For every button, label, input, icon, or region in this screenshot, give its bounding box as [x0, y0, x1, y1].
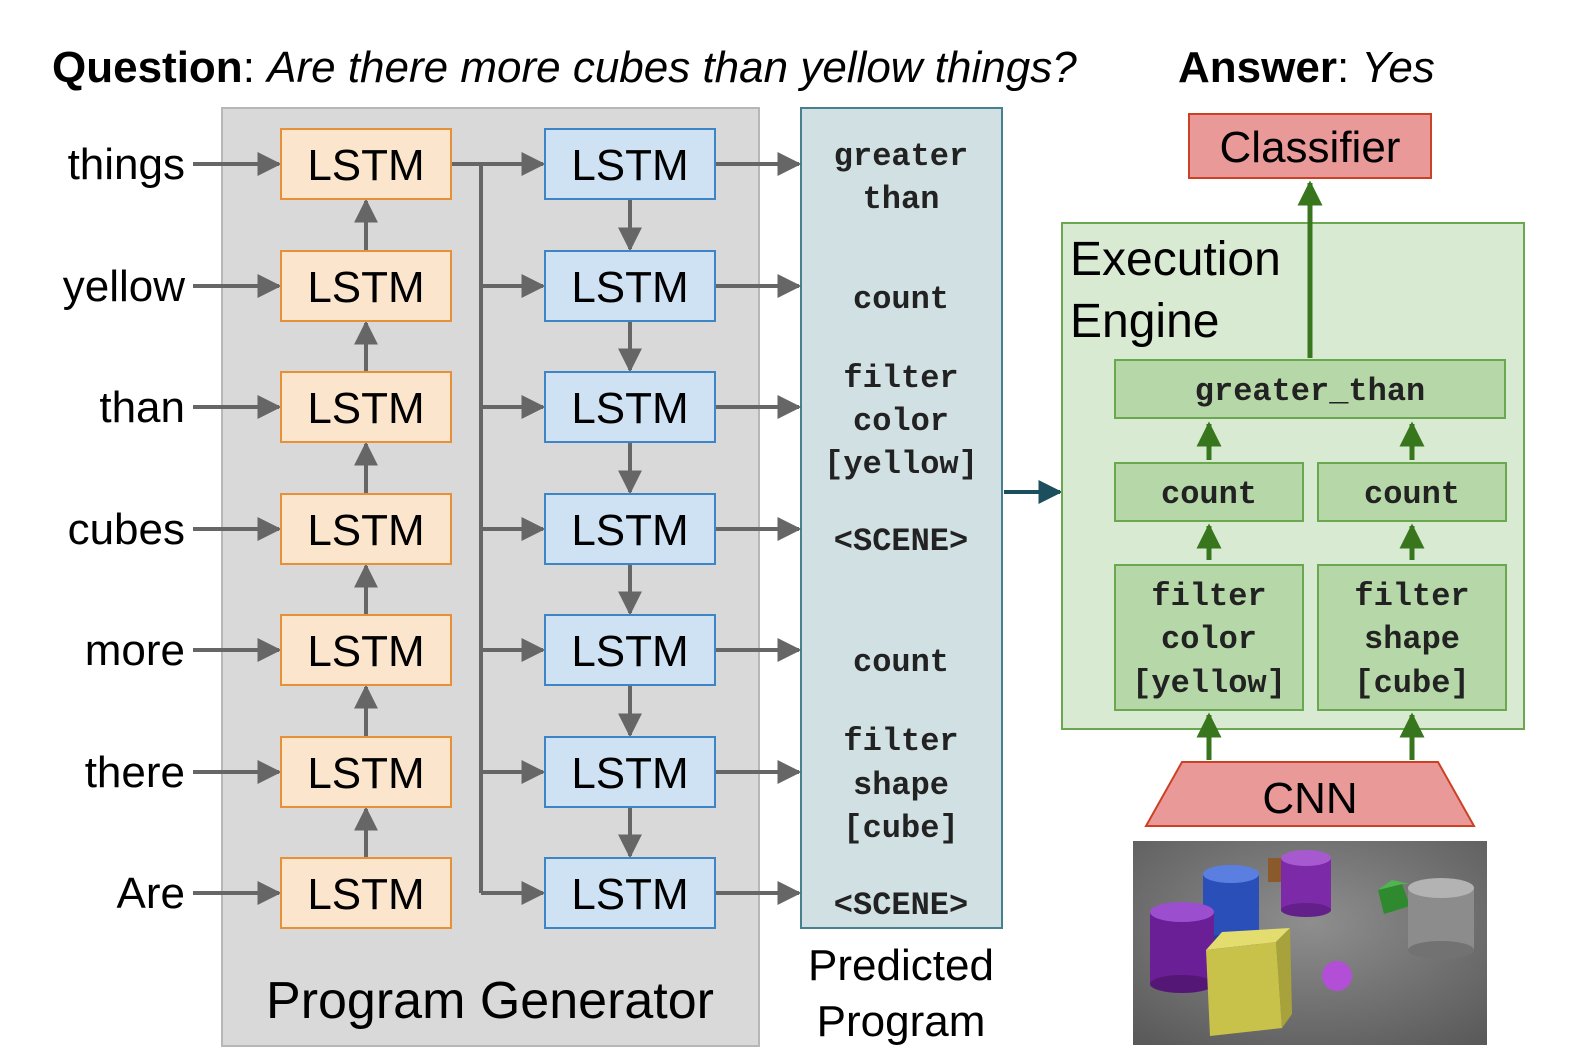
question-word: yellow	[63, 262, 185, 311]
module-count-right-label: count	[1364, 476, 1460, 513]
program-token-line: <SCENE>	[834, 887, 968, 924]
decoder-lstm-label: LSTM	[571, 627, 688, 676]
program-token-line: <SCENE>	[834, 523, 968, 560]
question-word: there	[85, 748, 185, 797]
decoder-lstm-label: LSTM	[571, 749, 688, 798]
program-token-line: [cube]	[843, 810, 958, 847]
question-word: cubes	[68, 505, 185, 554]
question-text: Are there more cubes than yellow things?	[264, 43, 1077, 92]
scene-green-cube	[1378, 880, 1410, 914]
connector-arrows	[193, 152, 802, 905]
encoder-lstm-label: LSTM	[307, 870, 424, 919]
classifier-label: Classifier	[1220, 123, 1401, 172]
decoder-lstm-box	[544, 250, 716, 322]
question-word: more	[85, 626, 185, 675]
scene-image	[1133, 841, 1487, 1045]
encoder-lstm-label: LSTM	[307, 384, 424, 433]
decoder-lstm-label: LSTM	[571, 263, 688, 312]
classifier-box	[1188, 113, 1432, 179]
question-word: than	[99, 383, 185, 432]
module-filter-color-line1: filter	[1151, 578, 1266, 615]
program-token-line: filter	[843, 723, 958, 760]
encoder-lstm-box	[280, 857, 452, 929]
question-word: things	[68, 140, 185, 189]
cnn-label: CNN	[1262, 774, 1357, 823]
module-filter-color-line3: [yellow]	[1132, 665, 1286, 702]
encoder-lstm-box	[280, 614, 452, 686]
decoder-lstm-label: LSTM	[571, 870, 688, 919]
answer-label: Answer	[1178, 43, 1337, 92]
program-token-list: greater than count filter color [yellow] <SCEN…	[824, 138, 978, 924]
module-count-left-label: count	[1161, 476, 1257, 513]
module-filter-shape-line1: filter	[1354, 578, 1469, 615]
decoder-lstm-box	[544, 614, 716, 686]
module-greater-than	[1114, 359, 1506, 419]
module-count-right	[1317, 462, 1507, 522]
module-filter-shape	[1317, 564, 1507, 711]
program-token-line: [yellow]	[824, 446, 978, 483]
program-token-line: count	[853, 281, 949, 318]
scene-gray-cylinder	[1408, 878, 1474, 959]
cnn-block	[1144, 761, 1476, 827]
question-line: Question: Are there more cubes than yell…	[52, 43, 1077, 92]
encoder-lstm-label: LSTM	[307, 141, 424, 190]
module-filter-shape-line2: shape	[1364, 621, 1460, 658]
encoder-lstm-box	[280, 250, 452, 322]
encoder-lstm-label: LSTM	[307, 263, 424, 312]
decoder-lstm-box	[544, 493, 716, 565]
program-token-line: filter	[843, 360, 958, 397]
module-count-left	[1114, 462, 1304, 522]
scene-purple-sphere	[1322, 961, 1352, 991]
decoder-lstm-label: LSTM	[571, 141, 688, 190]
encoder-lstm-label: LSTM	[307, 627, 424, 676]
question-label: Question	[52, 43, 243, 92]
module-filter-color-line2: color	[1161, 621, 1257, 658]
program-token-line: shape	[853, 767, 949, 804]
encoder-lstm-box	[280, 371, 452, 443]
decoder-lstm-box	[544, 857, 716, 929]
scene-yellow-cube	[1206, 928, 1292, 1036]
program-token-line: color	[853, 403, 949, 440]
encoder-lstm-column: LSTM LSTM LSTM LSTM LSTM LSTM LSTM	[280, 128, 452, 929]
decoder-lstm-box	[544, 736, 716, 808]
decoder-lstm-label: LSTM	[571, 506, 688, 555]
encoder-lstm-box	[280, 493, 452, 565]
answer-text: Yes	[1361, 43, 1434, 92]
decoder-lstm-column: LSTM LSTM LSTM LSTM LSTM LSTM LSTM	[544, 128, 716, 929]
predicted-program-label-line2: Program	[817, 997, 986, 1046]
module-filter-shape-line3: [cube]	[1354, 665, 1469, 702]
encoder-lstm-box	[280, 128, 452, 200]
program-token-line: greater	[834, 138, 968, 175]
scene-purple-cylinder-back	[1281, 850, 1331, 917]
predicted-program-panel	[800, 107, 1003, 929]
answer-line: Answer: Yes	[1178, 43, 1435, 92]
decoder-lstm-box	[544, 371, 716, 443]
program-token-line: than	[863, 181, 940, 218]
program-token-line: count	[853, 644, 949, 681]
encoder-lstm-box	[280, 736, 452, 808]
scene-purple-cylinder-front	[1150, 902, 1214, 993]
decoder-lstm-label: LSTM	[571, 384, 688, 433]
encoder-lstm-label: LSTM	[307, 506, 424, 555]
encoder-lstm-label: LSTM	[307, 749, 424, 798]
execution-engine-label-line1: Execution	[1070, 233, 1281, 286]
module-greater-than-label: greater_than	[1195, 373, 1425, 410]
question-word: Are	[117, 869, 185, 918]
decoder-lstm-box	[544, 128, 716, 200]
program-generator-label: Program Generator	[266, 972, 714, 1030]
execution-engine-label-line2: Engine	[1070, 295, 1219, 348]
engine-arrows	[1196, 180, 1425, 760]
predicted-program-label-line1: Predicted	[808, 941, 994, 990]
module-filter-color	[1114, 564, 1304, 711]
